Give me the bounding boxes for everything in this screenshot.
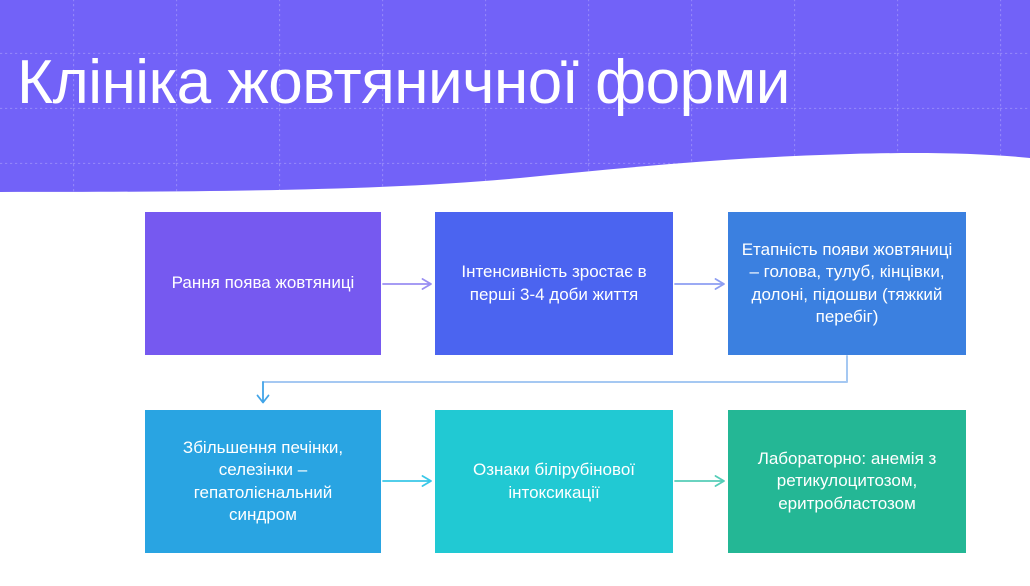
flow-box-label: Лабораторно: анемія з ретикулоцитозом, е…	[757, 448, 937, 513]
header-grid-pattern	[0, 0, 1030, 192]
arrow-right-icon	[382, 475, 432, 487]
flow-box-bilirubin-intoxication: Ознаки білірубінової інтоксикації	[435, 410, 673, 553]
flow-box-intensity-growth: Інтенсивність зростає в перші 3-4 доби ж…	[435, 212, 673, 355]
arrow-right-icon	[674, 475, 725, 487]
flow-box-label: Рання поява жовтяниці	[171, 273, 355, 293]
arrow-right-icon	[674, 278, 725, 290]
flow-box-laboratory-findings: Лабораторно: анемія з ретикулоцитозом, е…	[728, 410, 966, 553]
elbow-connector-line	[262, 355, 848, 383]
flow-box-label: Етапність появи жовтяниці – голова, тулу…	[741, 239, 953, 326]
arrow-right-icon	[382, 278, 432, 290]
header-wave-banner	[0, 0, 1030, 192]
slide-title: Клініка жовтяничної форми	[17, 48, 790, 117]
flow-box-label: Інтенсивність зростає в перші 3-4 доби ж…	[461, 262, 647, 304]
flow-box-label: Збільшення печінки, селезінки – гепатолі…	[182, 437, 344, 524]
flow-box-early-jaundice: Рання поява жовтяниці	[145, 212, 381, 355]
flow-box-staged-appearance: Етапність появи жовтяниці – голова, тулу…	[728, 212, 966, 355]
arrow-down-icon	[256, 381, 270, 404]
flow-box-label: Ознаки білірубінової інтоксикації	[472, 460, 636, 502]
flow-box-hepatolienal-syndrome: Збільшення печінки, селезінки – гепатолі…	[145, 410, 381, 553]
